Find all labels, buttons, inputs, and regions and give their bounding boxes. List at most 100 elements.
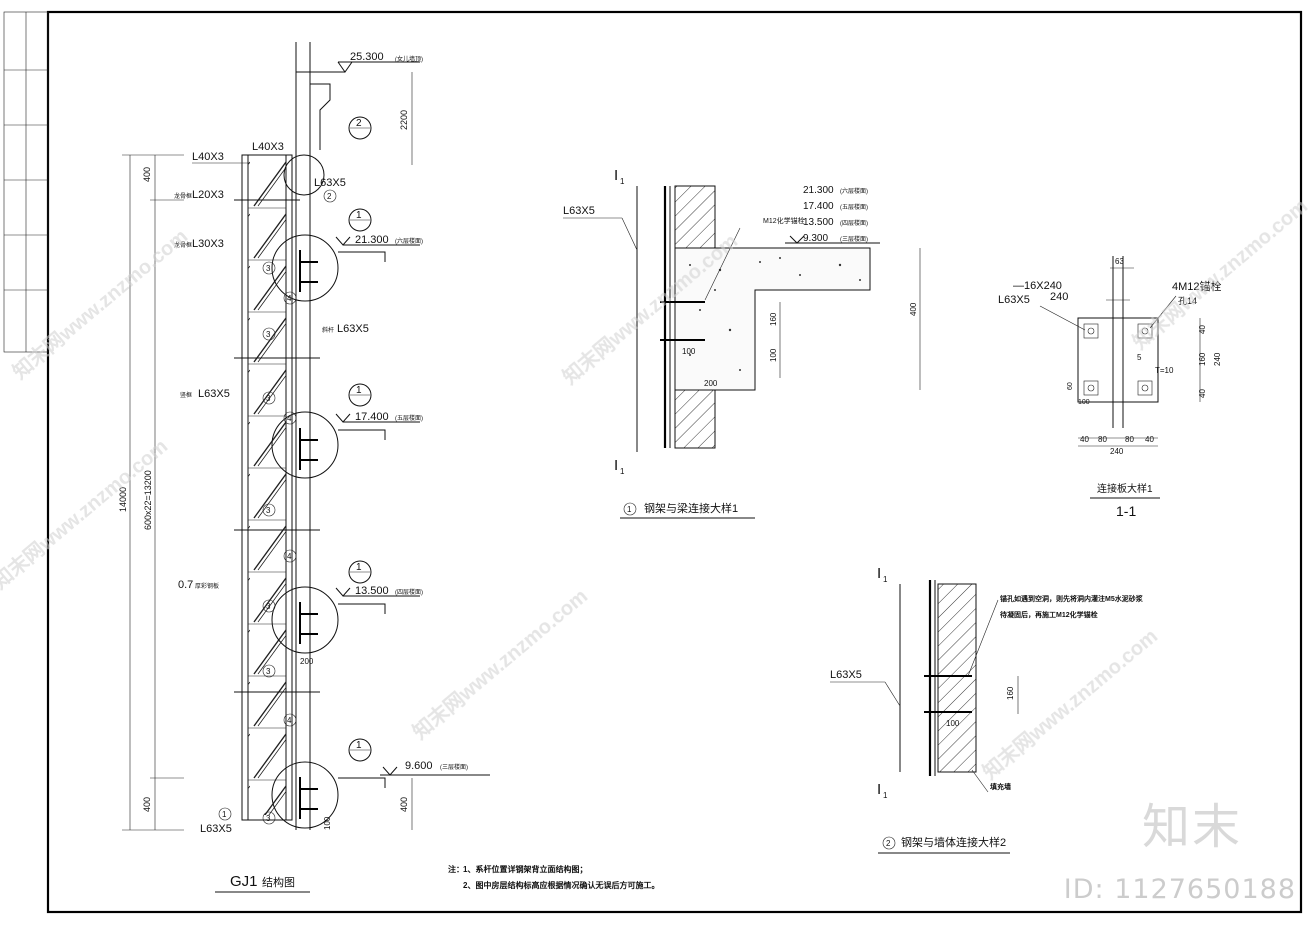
d2-section-top: I (877, 565, 881, 582)
label-l63x5-mid-note: 斜杆 (322, 326, 334, 334)
d2-number: 2 (886, 839, 891, 848)
general-notes: 注： 1、系杆位置详钢架背立面结构图； 2、图中房层结构标高应根据情况确认无误后… (448, 864, 659, 890)
ref-1d: 1 (356, 740, 362, 751)
plate-thickness: T=10 (1155, 366, 1174, 375)
d1-level-21300-note: (六层楼面) (840, 187, 868, 195)
level-13500: 13.500 (355, 585, 389, 597)
callout-3: 3 (266, 667, 271, 676)
level-13500-note: (四层楼面) (395, 588, 423, 596)
drawing-border (46, 10, 1303, 914)
level-17400: 17.400 (355, 411, 389, 423)
d2-note-2: 待凝固后，再施工M12化学锚栓 (1000, 610, 1098, 619)
d1-level-17400-note: (五层楼面) (840, 203, 868, 211)
d1-dim-100b: 100 (682, 347, 696, 356)
label-l40x3-a: L40X3 (192, 151, 224, 163)
gj1-elevation (234, 42, 386, 830)
dim-400-bottom: 400 (142, 797, 152, 812)
d2-note-1: 锚孔如遇到空洞，则先将洞内灌注M5水泥砂浆 (1000, 594, 1144, 603)
detail-1: I 1 I 1 21.300 (六层楼面) 17.400 (五层楼面) 13.5… (563, 167, 921, 519)
label-l63x5-left-note: 竖框 (180, 391, 192, 399)
plate-v-dim-2: 160 (1198, 352, 1207, 366)
level-21300-note: (六层楼面) (395, 237, 423, 245)
d1-dim-160: 160 (769, 312, 778, 326)
label-l63x5-left: L63X5 (198, 388, 230, 400)
dim-13200: 600x22=13200 (143, 470, 153, 530)
detail-refs: 2 1 1 1 1 (348, 116, 372, 762)
dim-400-right: 400 (399, 797, 409, 812)
plate-caption: 连接板大样1 (1097, 482, 1153, 495)
gj1-caption: GJ1 结构图 (215, 873, 310, 893)
callout-3: 3 (266, 330, 271, 339)
d1-level-13500: 13.500 (803, 217, 834, 228)
label-plate-note: 厚彩钢板 (195, 582, 219, 590)
d1-anchor: M12化学锚栓 (763, 216, 805, 225)
d1-number: 1 (627, 505, 632, 514)
plate-dim-63: 63 (1115, 257, 1124, 266)
plate-h-dim-1: 40 (1080, 435, 1089, 444)
watermark-text: 知末网www.znzmo.com (978, 624, 1162, 784)
d2-wall: 填充墙 (990, 782, 1011, 791)
plate-size: —16X240 (1013, 280, 1062, 292)
plate-small-100: 100 (1078, 399, 1090, 406)
d1-caption: 钢架与梁连接大样1 (644, 501, 738, 515)
detail-2: I 1 I 1 L63X5 锚孔如遇到空洞，则先将洞内灌注M5水泥砂浆 待凝固后… (830, 565, 1144, 854)
level-markers: 21.300 (六层楼面) 17.400 (五层楼面) 13.500 (四层楼面… (300, 234, 490, 830)
plate-v-dim-3: 40 (1198, 389, 1207, 398)
level-top-value: 25.300 (350, 51, 384, 63)
d2-section-bottom-sub: 1 (883, 791, 888, 800)
watermark-text: 知末网www.znzmo.com (408, 584, 592, 744)
label-plate: 0.7 (178, 579, 193, 591)
brand-watermark: 知末 (1141, 801, 1242, 854)
d1-level-9300-note: (三层楼面) (840, 235, 868, 243)
callout-3: 3 (266, 264, 271, 273)
left-dimensions: 400 14000 600x22=13200 400 (118, 154, 184, 831)
level-9600: 9.600 (405, 760, 433, 772)
d1-dim-200: 200 (704, 379, 718, 388)
d1-angle: L63X5 (563, 205, 595, 217)
dim-200: 200 (300, 657, 314, 666)
d1-section-top-sub: 1 (620, 177, 625, 186)
d1-dim-100a: 100 (769, 348, 778, 362)
callout-4: 4 (287, 552, 292, 561)
plate-h-dim-4: 40 (1145, 435, 1154, 444)
label-l30x3-note: 龙骨框 (174, 241, 192, 249)
member-callouts: 3 4 3 3 4 3 4 3 3 4 3 2 1 (218, 189, 337, 825)
level-21300: 21.300 (355, 234, 389, 246)
d2-section-bottom: I (877, 781, 881, 798)
plate-width: 240 (1110, 447, 1124, 456)
callout-2: 2 (327, 192, 332, 201)
plate-height: 240 (1213, 352, 1222, 366)
d1-level-13500-note: (四层楼面) (840, 219, 868, 227)
level-top-note: (女儿墙顶) (395, 55, 423, 63)
label-l20x3: L20X3 (192, 189, 224, 201)
plate-section: 1-1 (1116, 503, 1136, 519)
plate-dim-240: 240 (1050, 291, 1068, 303)
callout-3: 3 (266, 602, 271, 611)
label-l63x5-bottom: L63X5 (200, 823, 232, 835)
plate-hole: 孔14 (1178, 296, 1197, 306)
callout-4: 4 (287, 414, 292, 423)
label-l40x3-b: L40X3 (252, 141, 284, 153)
d2-caption: 钢架与墙体连接大样2 (901, 835, 1006, 849)
document-id: ID: 1127650188 (1063, 874, 1296, 905)
note-2: 2、图中房层结构标高应根据情况确认无误后方可施工。 (463, 880, 659, 890)
member-labels: L40X3 L40X3 L63X5 L20X3 龙骨框 L30X3 龙骨框 L6… (174, 141, 369, 835)
ref-1a: 1 (356, 210, 362, 221)
dim-400-top: 400 (142, 167, 152, 182)
gj1-title-suffix: 结构图 (262, 875, 295, 889)
d1-section-bottom-sub: 1 (620, 467, 625, 476)
level-top: 25.300 (女儿墙顶) 2200 (337, 51, 423, 165)
label-l63x5-mid: L63X5 (337, 323, 369, 335)
callout-3: 3 (266, 814, 271, 823)
callout-3: 3 (266, 394, 271, 403)
plate-v-dim-1: 40 (1198, 325, 1207, 334)
plate-h-dim-3: 80 (1125, 435, 1134, 444)
callout-4: 4 (287, 716, 292, 725)
dim-2200: 2200 (399, 110, 409, 130)
plate-h-dim-2: 80 (1098, 435, 1107, 444)
d2-dim-100: 100 (946, 719, 960, 728)
callout-1: 1 (222, 810, 227, 819)
ref-1c: 1 (356, 562, 362, 573)
ref-2: 2 (356, 118, 362, 129)
